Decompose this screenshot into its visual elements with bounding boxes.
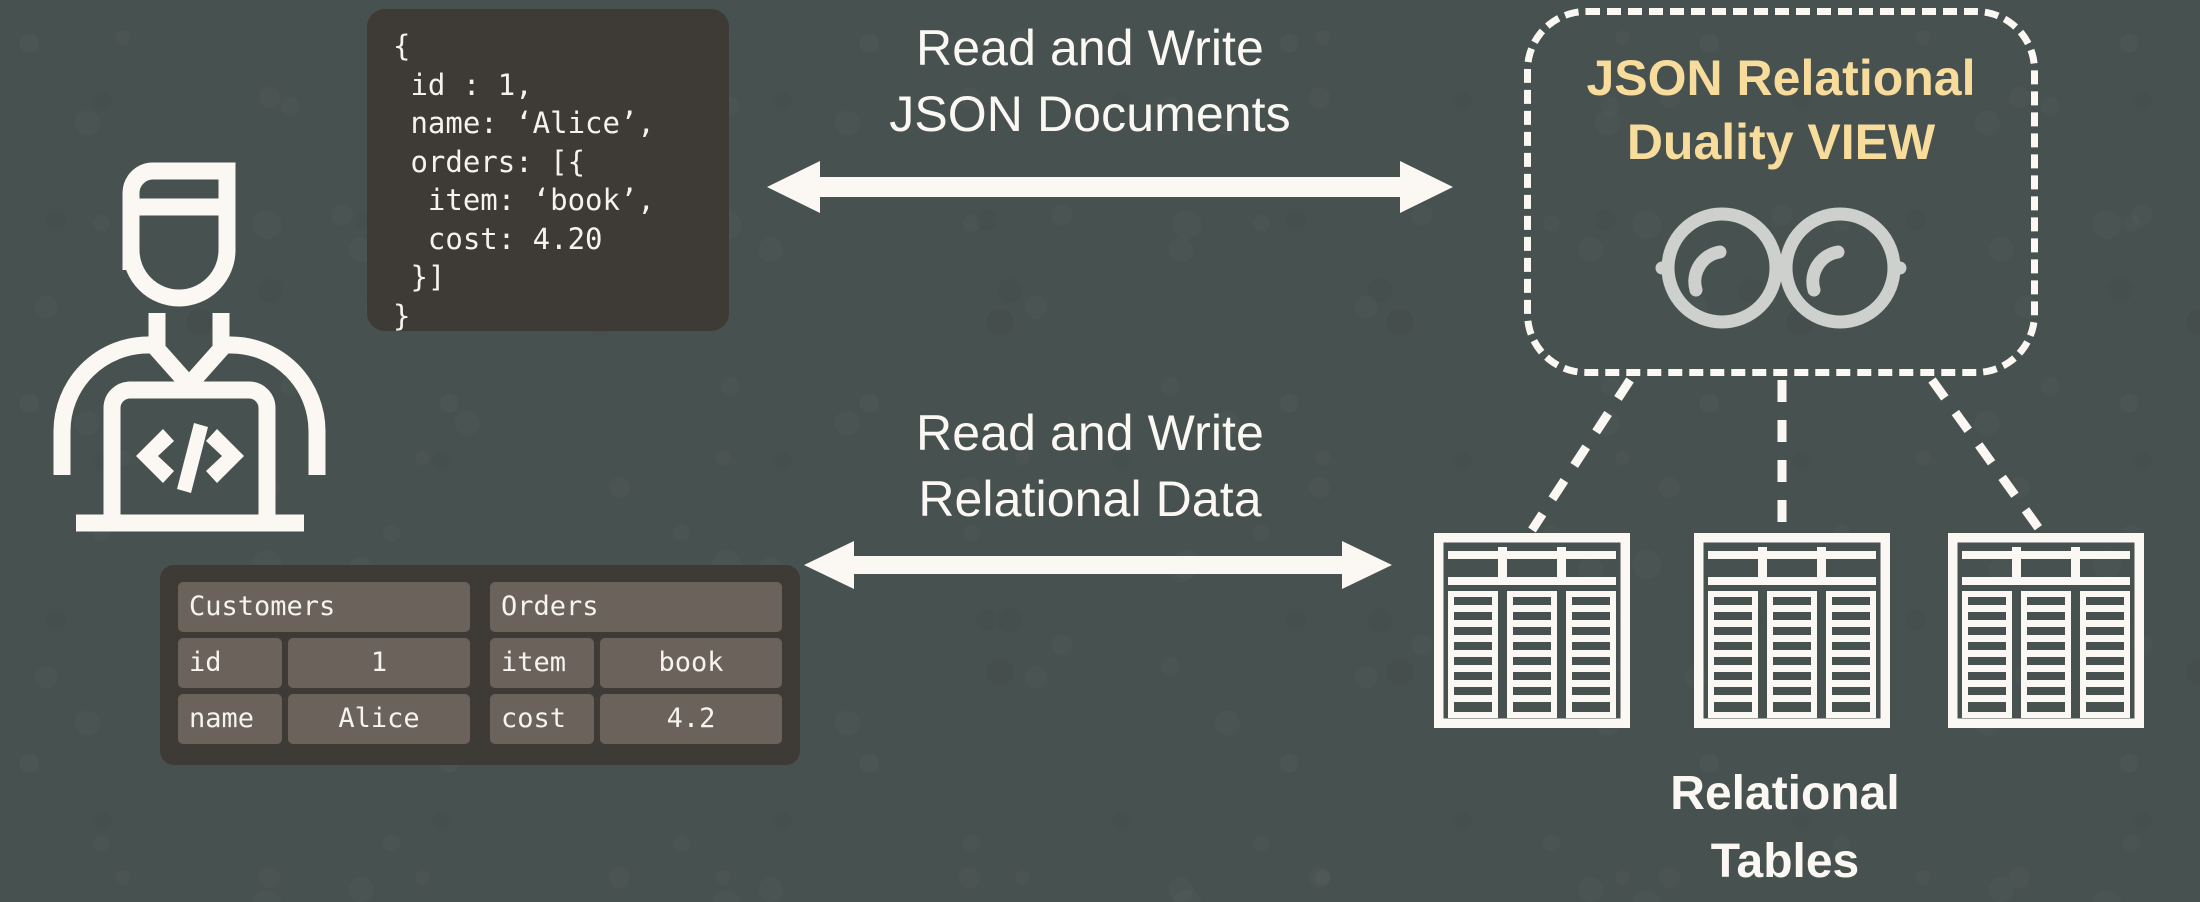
table-grid-icon-2 [1692,531,1892,730]
bottom-arrow-label: Read and Write Relational Data [916,405,1264,527]
row-key: cost [490,694,594,744]
developer-icon [40,145,340,535]
read-write-relational-arrow [798,538,1398,597]
table-row: cost 4.2 [490,694,782,744]
mini-table-header-row: Orders [490,582,782,632]
table-name: Customers [178,582,470,632]
mini-table-customers: Customers id 1 name Alice [178,582,470,748]
relational-data-card: Customers id 1 name Alice Orders item bo… [160,565,800,765]
table-grid-icon-1 [1432,531,1632,730]
table-name: Orders [490,582,782,632]
json-document-card: { id : 1, name: ‘Alice’, orders: [{ item… [367,9,729,333]
relational-tables-label: Relational Tables [1670,767,1900,888]
mini-table-header-row: Customers [178,582,470,632]
row-key: name [178,694,282,744]
row-value: book [600,638,782,688]
row-value: 4.2 [600,694,782,744]
code-glyph [136,423,244,493]
glasses-icon [1648,206,1914,330]
json-document-code: { id : 1, name: ‘Alice’, orders: [{ item… [393,29,655,333]
duality-view-box [1524,8,2038,376]
mini-table-orders: Orders item book cost 4.2 [490,582,782,748]
duality-view-title: JSON Relational Duality VIEW [1586,50,1976,170]
table-row: id 1 [178,638,470,688]
table-row: item book [490,638,782,688]
read-write-json-arrow [760,158,1460,221]
row-key: item [490,638,594,688]
row-value: Alice [288,694,470,744]
row-value: 1 [288,638,470,688]
row-key: id [178,638,282,688]
duality-to-tables-connectors [1380,370,2200,540]
table-row: name Alice [178,694,470,744]
top-arrow-label: Read and Write JSON Documents [889,20,1291,142]
table-grid-icon-3 [1946,531,2146,730]
